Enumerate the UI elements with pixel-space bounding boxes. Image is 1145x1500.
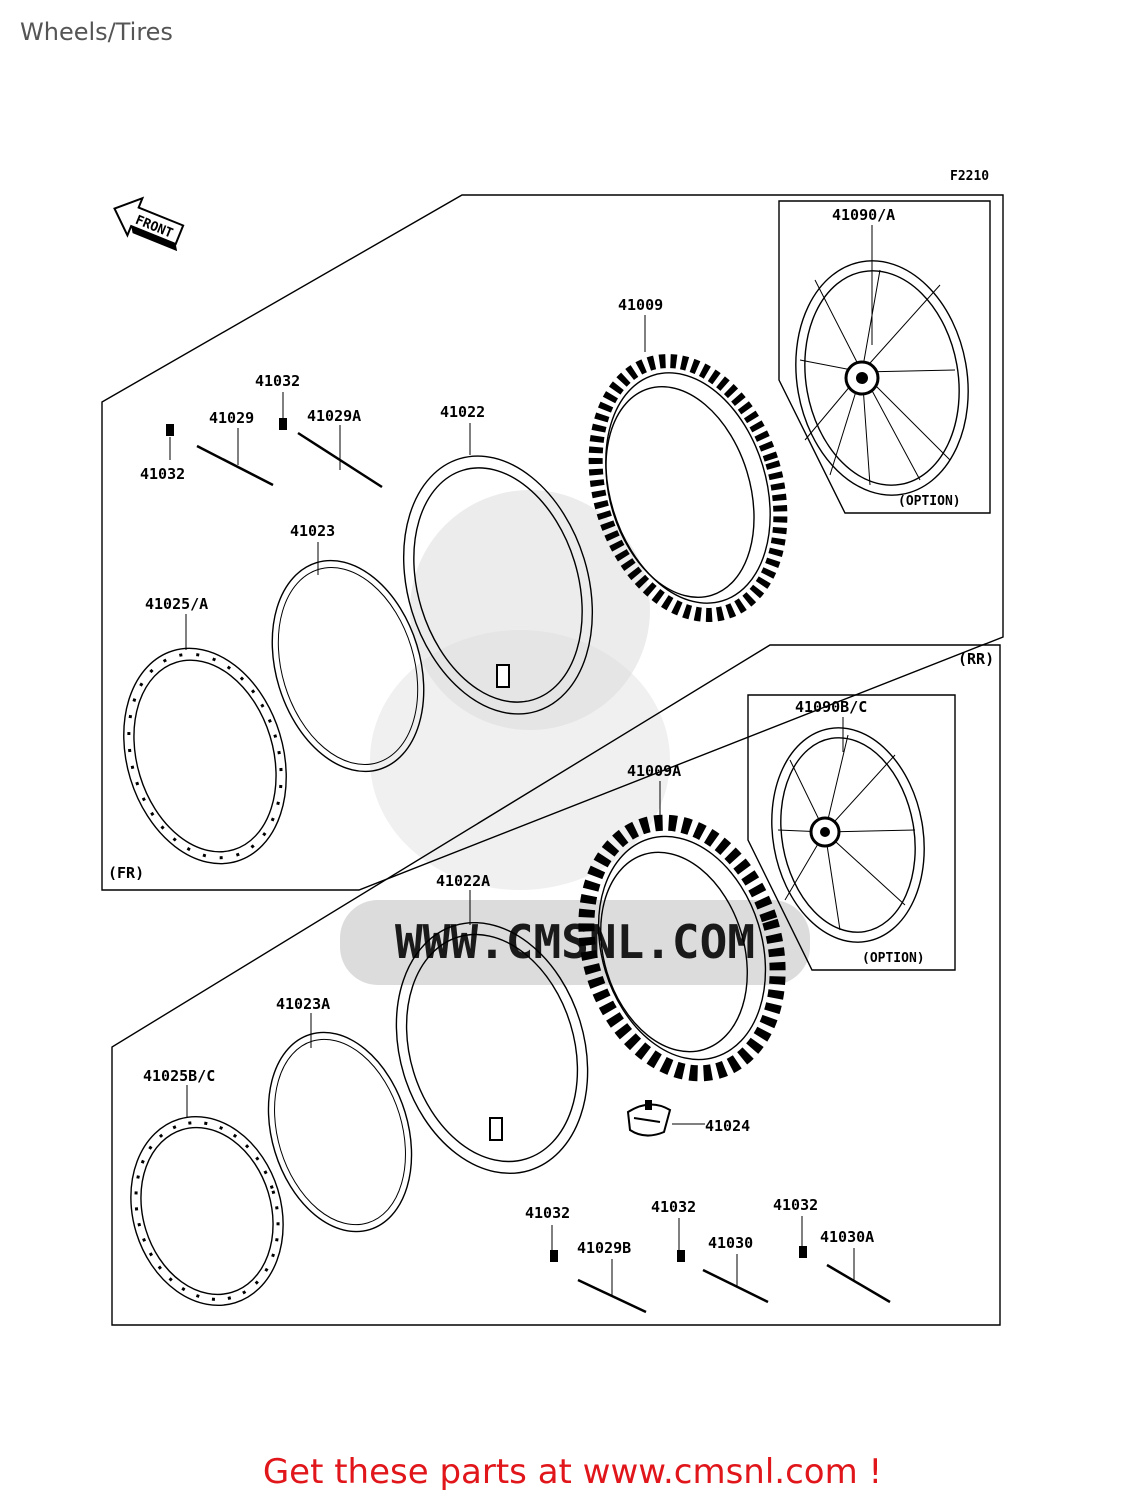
front-section-label: (FR) [108, 864, 144, 882]
rear-tube-drawing [395, 921, 589, 1175]
rear-rim-drawing [130, 1115, 284, 1307]
label-41023: 41023 [290, 522, 335, 540]
rim-lock-drawing [626, 1100, 672, 1137]
label-41022: 41022 [440, 403, 485, 421]
label-41032-rear-3: 41032 [773, 1196, 818, 1214]
front-tire-drawing [588, 354, 788, 622]
front-option-label: (OPTION) [898, 494, 961, 509]
label-41032-rear-2: 41032 [651, 1198, 696, 1216]
rear-section-label: (RR) [958, 650, 994, 668]
watermark-url: WWW.CMSNL.COM [395, 915, 755, 969]
rear-wheel-assembly-drawing [771, 727, 925, 943]
label-41022A: 41022A [436, 872, 490, 890]
front-tube-drawing [402, 455, 594, 715]
label-41023A: 41023A [276, 995, 330, 1013]
label-41030: 41030 [708, 1234, 753, 1252]
label-41032-top: 41032 [255, 372, 300, 390]
label-41024: 41024 [705, 1117, 750, 1135]
label-41009: 41009 [618, 296, 663, 314]
page-title: Wheels/Tires [20, 18, 173, 46]
watermark-logo: WWW.CMSNL.COM [340, 490, 810, 985]
front-spokes-drawing [166, 418, 383, 489]
rear-section-frame [111, 644, 1001, 1326]
label-41090BC: 41090B/C [795, 698, 867, 716]
label-41029A: 41029A [307, 407, 361, 425]
rear-option-box [747, 694, 956, 971]
front-rim-band-drawing [271, 559, 425, 773]
promo-link[interactable]: Get these parts at www.cmsnl.com ! [262, 1452, 883, 1492]
label-41009A: 41009A [627, 762, 681, 780]
front-rim-drawing [123, 647, 287, 865]
rear-tire-drawing [578, 814, 786, 1082]
diagram-code: F2210 [950, 169, 989, 184]
label-41090A: 41090/A [832, 206, 895, 224]
front-wheel-assembly-drawing [795, 260, 969, 496]
label-41029B: 41029B [577, 1239, 631, 1257]
parts-diagram: WWW.CMSNL.COM F2210 FRONT (FR) (OPTION) … [101, 169, 1004, 1326]
label-41029: 41029 [209, 409, 254, 427]
front-arrow-icon: FRONT [113, 196, 185, 252]
label-41030A: 41030A [820, 1228, 874, 1246]
rear-option-label: (OPTION) [862, 951, 925, 966]
front-option-box [778, 200, 991, 514]
label-41025BC: 41025B/C [143, 1067, 215, 1085]
front-section-frame [101, 194, 1004, 891]
rear-rim-band-drawing [267, 1031, 413, 1233]
label-41032-rear-1: 41032 [525, 1204, 570, 1222]
label-41032-left: 41032 [140, 465, 185, 483]
label-41025A: 41025/A [145, 595, 208, 613]
